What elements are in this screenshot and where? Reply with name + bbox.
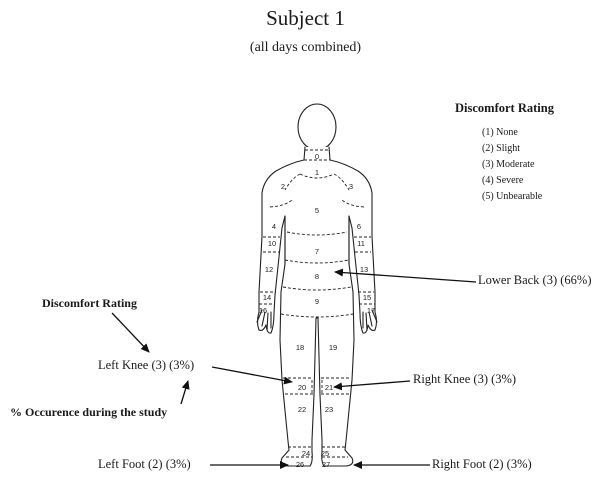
region-22: 22 (298, 405, 306, 414)
region-15: 15 (363, 293, 371, 302)
arrow-guide-occurrence (181, 381, 188, 404)
region-18: 18 (296, 343, 304, 352)
region-16: 16 (259, 306, 267, 315)
region-21: 21 (325, 383, 333, 392)
region-20: 20 (298, 383, 306, 392)
region-1: 1 (315, 168, 319, 177)
arrow-guide-rating (112, 313, 149, 352)
region-6: 6 (357, 222, 361, 231)
region-27: 27 (322, 460, 330, 469)
region-24: 24 (302, 449, 310, 458)
region-25: 25 (321, 449, 329, 458)
region-13: 13 (360, 265, 368, 274)
region-14: 14 (263, 293, 271, 302)
region-8: 8 (315, 272, 319, 281)
region-10: 10 (268, 239, 276, 248)
region-5: 5 (315, 206, 319, 215)
region-26: 26 (296, 460, 304, 469)
arrow-lower-back (335, 272, 476, 282)
arrow-left-knee (212, 367, 292, 382)
region-7: 7 (315, 247, 319, 256)
region-3: 3 (349, 182, 353, 191)
region-2: 2 (281, 182, 285, 191)
region-9: 9 (315, 297, 319, 306)
head-shape (298, 104, 336, 150)
region-12: 12 (265, 265, 273, 274)
region-19: 19 (329, 343, 337, 352)
region-17: 17 (367, 306, 375, 315)
region-23: 23 (325, 405, 333, 414)
region-0: 0 (315, 152, 319, 161)
region-11: 11 (357, 239, 365, 248)
region-4: 4 (272, 222, 276, 231)
